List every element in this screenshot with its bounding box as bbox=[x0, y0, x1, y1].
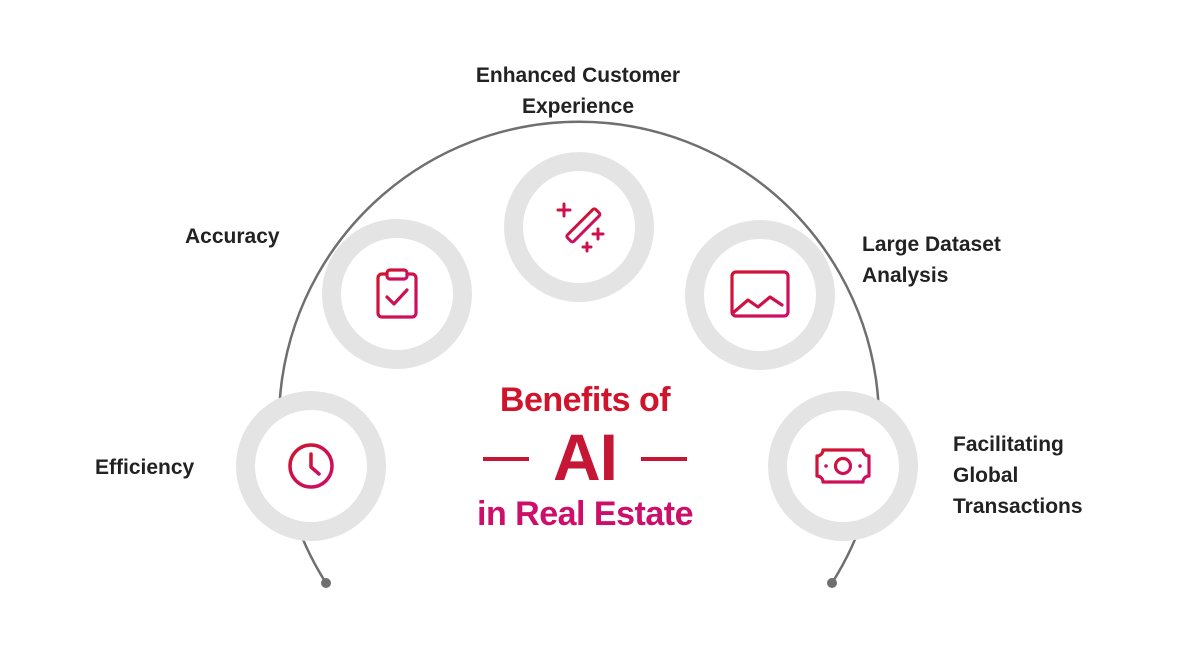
node-dataset-analysis bbox=[685, 220, 835, 370]
label-customer-experience-line-1: Enhanced Customer bbox=[475, 64, 681, 87]
title-line-1: Benefits of bbox=[499, 381, 671, 419]
label-accuracy: Accuracy bbox=[185, 221, 280, 252]
banknote-icon bbox=[815, 448, 871, 484]
title-dash-right bbox=[641, 457, 687, 461]
label-accuracy-line-1: Accuracy bbox=[185, 225, 280, 248]
arc-endpoint-left bbox=[321, 578, 331, 588]
node-efficiency bbox=[236, 391, 386, 541]
label-dataset-analysis-line-1: Large Dataset bbox=[862, 233, 1001, 256]
magic-wand-icon bbox=[556, 202, 605, 253]
title-highlight-row: AI bbox=[440, 422, 730, 492]
label-efficiency-line-1: Efficiency bbox=[95, 456, 195, 479]
label-dataset-analysis: Large Dataset Analysis bbox=[862, 229, 1001, 291]
chart-window-icon bbox=[730, 270, 790, 318]
clipboard-check-icon bbox=[376, 268, 418, 319]
node-customer-experience bbox=[504, 152, 654, 302]
node-global-transactions bbox=[768, 391, 918, 541]
label-global-transactions-line-1: Facilitating bbox=[953, 433, 1064, 456]
diagram-title: Benefits of AI in Real Estate bbox=[440, 378, 730, 536]
node-accuracy bbox=[322, 219, 472, 369]
label-efficiency: Efficiency bbox=[95, 452, 194, 483]
label-global-transactions-line-2: Global bbox=[953, 464, 1019, 487]
title-highlight: AI bbox=[553, 420, 618, 494]
label-dataset-analysis-line-2: Analysis bbox=[862, 264, 949, 287]
arc-line bbox=[277, 120, 881, 584]
clock-icon bbox=[288, 443, 334, 489]
title-dash-left bbox=[483, 457, 529, 461]
label-customer-experience: Enhanced Customer Experience bbox=[448, 60, 708, 122]
label-customer-experience-line-2: Experience bbox=[521, 95, 635, 118]
label-global-transactions: Facilitating Global Transactions bbox=[953, 429, 1083, 522]
title-line-3: in Real Estate bbox=[477, 495, 693, 533]
arc-endpoint-right bbox=[827, 578, 837, 588]
label-global-transactions-line-3: Transactions bbox=[953, 495, 1083, 518]
